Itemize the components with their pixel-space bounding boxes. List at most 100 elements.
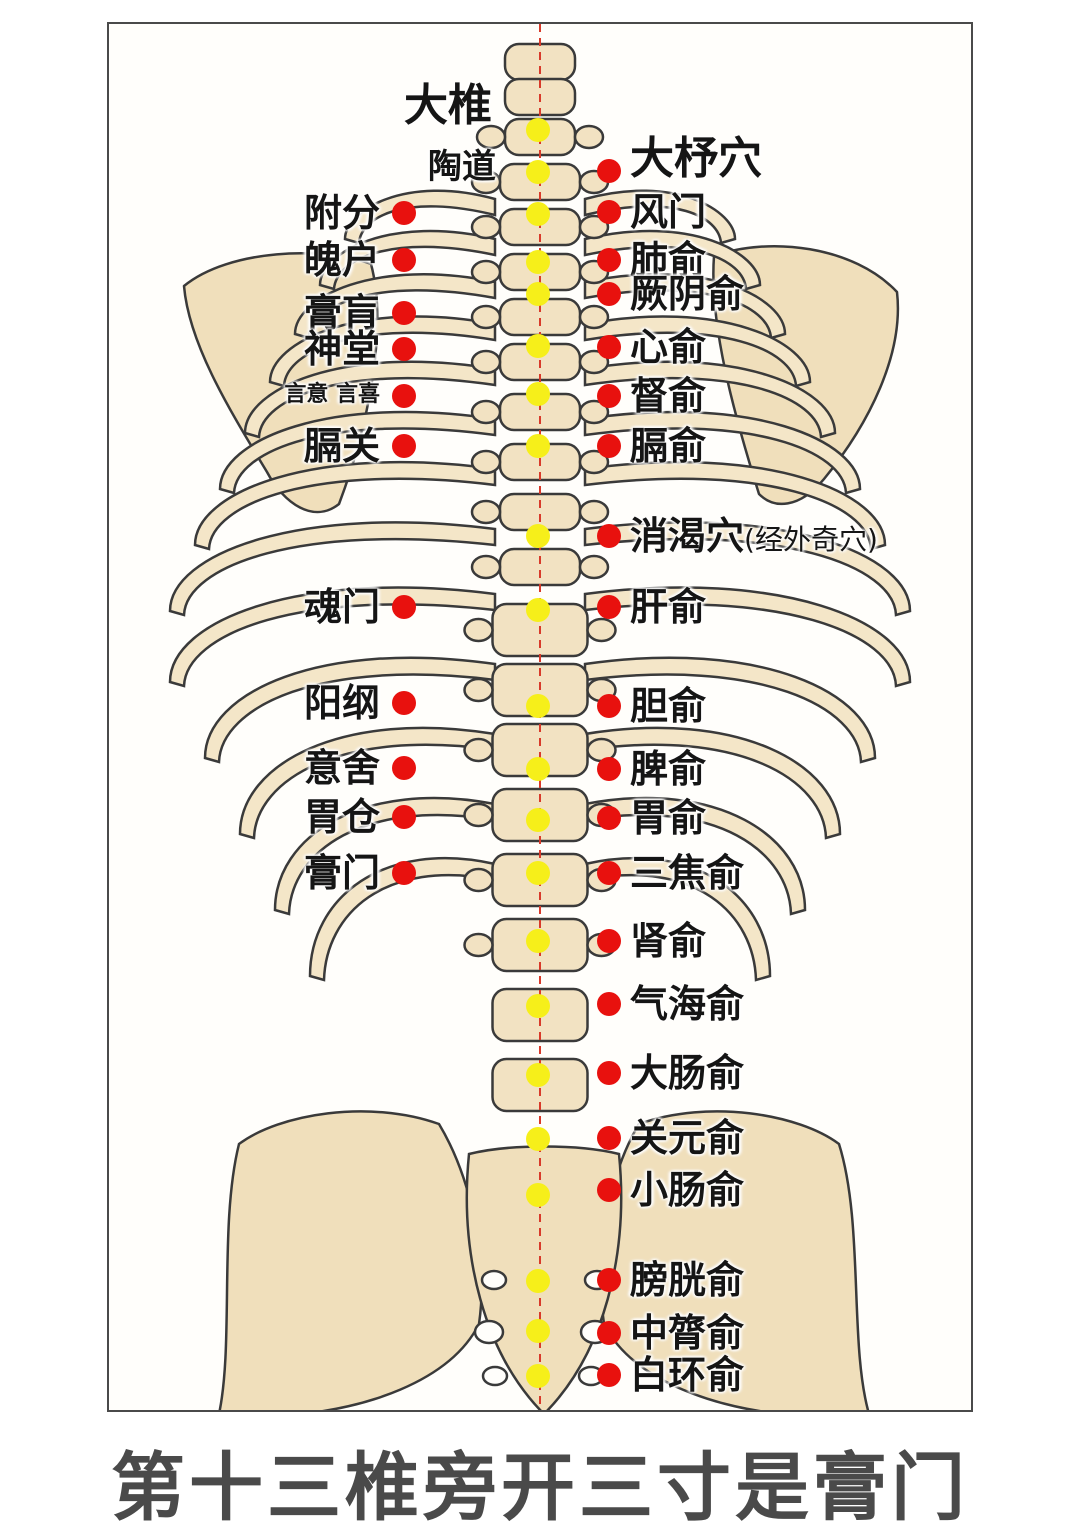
right-rib bbox=[583, 796, 807, 916]
midline-acupoint-dot bbox=[526, 1183, 550, 1207]
midline-acupoint-dot bbox=[526, 1319, 550, 1343]
right-acupoint-dot bbox=[597, 1363, 621, 1387]
transverse-process bbox=[470, 554, 502, 580]
transverse-process bbox=[463, 802, 494, 828]
midline-acupoint-dot bbox=[526, 118, 550, 142]
right-acupoint-dot bbox=[597, 1126, 621, 1150]
transverse-process bbox=[470, 259, 502, 285]
left-rib bbox=[193, 460, 497, 551]
right-acupoint-dot bbox=[597, 861, 621, 885]
midline-acupoint-dot bbox=[526, 202, 550, 226]
label-dazhui: 大椎 bbox=[404, 80, 492, 131]
left-rib bbox=[343, 189, 497, 245]
transverse-process bbox=[470, 214, 502, 240]
right-acupoint-label: 小肠俞 bbox=[630, 1168, 745, 1212]
left-acupoint-label: 言意 言喜 bbox=[284, 382, 380, 407]
right-acupoint-label: 厥阴俞 bbox=[630, 272, 745, 316]
transverse-process bbox=[475, 124, 507, 150]
right-acupoint-label: 胆俞 bbox=[630, 684, 707, 728]
right-acupoint-label: 肺俞 bbox=[630, 238, 707, 282]
left-rib bbox=[218, 410, 497, 495]
right-acupoint-label: 关元俞 bbox=[630, 1116, 745, 1160]
label-taodao: 陶道 bbox=[428, 147, 496, 187]
transverse-process bbox=[463, 867, 494, 893]
transverse-process bbox=[586, 617, 617, 643]
left-acupoint-dot bbox=[392, 691, 416, 715]
right-acupoint-dot bbox=[597, 384, 621, 408]
transverse-process bbox=[470, 399, 502, 425]
transverse-process bbox=[578, 304, 610, 330]
left-acupoint-dot bbox=[392, 201, 416, 225]
right-rib bbox=[583, 460, 887, 551]
right-acupoint-dot bbox=[597, 159, 621, 183]
right-acupoint-label: 大肠俞 bbox=[630, 1051, 745, 1095]
left-acupoint-dot bbox=[392, 861, 416, 885]
transverse-process bbox=[463, 677, 494, 703]
left-acupoint-label: 意舍 bbox=[303, 746, 380, 790]
midline-acupoint-dot bbox=[526, 929, 550, 953]
right-acupoint-dot bbox=[597, 694, 621, 718]
left-acupoint-dot bbox=[392, 595, 416, 619]
right-acupoint-dot bbox=[597, 1061, 621, 1085]
right-rib bbox=[583, 360, 837, 439]
right-ribs bbox=[583, 189, 912, 982]
midline-acupoint-dot bbox=[526, 1364, 550, 1388]
right-acupoint-dot bbox=[597, 200, 621, 224]
right-acupoint-dot bbox=[597, 595, 621, 619]
vertebra bbox=[498, 547, 582, 587]
right-acupoint-dot bbox=[597, 757, 621, 781]
left-acupoint-dot bbox=[392, 301, 416, 325]
midline-acupoint-dot bbox=[526, 994, 550, 1018]
transverse-process bbox=[470, 449, 502, 475]
right-acupoint-label: 风门 bbox=[630, 190, 707, 234]
transverse-process bbox=[470, 499, 502, 525]
transverse-process bbox=[463, 737, 494, 763]
transverse-process bbox=[463, 932, 494, 958]
right-rib bbox=[583, 586, 912, 688]
spine-skeleton-illustration bbox=[168, 24, 912, 1410]
right-rib bbox=[583, 315, 812, 388]
right-rib bbox=[583, 856, 772, 982]
transverse-process bbox=[578, 399, 610, 425]
left-acupoint-dot bbox=[392, 337, 416, 361]
left-acupoint-dot bbox=[392, 434, 416, 458]
left-acupoint-label: 膈关 bbox=[303, 424, 380, 468]
right-acupoint-dot bbox=[597, 335, 621, 359]
right-rib bbox=[583, 189, 737, 245]
left-acupoint-label: 神堂 bbox=[303, 327, 380, 371]
midline-acupoint-dot bbox=[526, 250, 550, 274]
right-acupoint-dot bbox=[597, 248, 621, 272]
right-acupoint-dot bbox=[597, 282, 621, 306]
left-rib bbox=[268, 315, 497, 388]
midline-acupoint-dot bbox=[526, 434, 550, 458]
right-acupoint-dot bbox=[597, 524, 621, 548]
left-acupoint-label: 魂门 bbox=[303, 585, 380, 629]
midline-acupoint-dot bbox=[526, 694, 550, 718]
left-rib bbox=[243, 360, 497, 439]
right-acupoint-label: 中膂俞 bbox=[630, 1311, 745, 1355]
right-acupoint-label: 白环俞 bbox=[630, 1353, 745, 1397]
transverse-process bbox=[463, 617, 494, 643]
left-acupoint-label: 阳纲 bbox=[303, 681, 380, 725]
right-acupoint-dot bbox=[597, 992, 621, 1016]
transverse-process bbox=[578, 449, 610, 475]
transverse-process bbox=[578, 554, 610, 580]
right-rib bbox=[583, 521, 912, 617]
left-ribs bbox=[168, 189, 497, 982]
left-ilium bbox=[218, 1110, 483, 1410]
midline-acupoint-dot bbox=[526, 861, 550, 885]
left-rib bbox=[318, 229, 497, 291]
right-rib bbox=[583, 410, 862, 495]
right-acupoint-dot bbox=[597, 929, 621, 953]
left-rib bbox=[168, 521, 497, 617]
right-acupoint-label: 三焦俞 bbox=[630, 851, 745, 895]
right-acupoint-label: 膈俞 bbox=[630, 424, 707, 468]
right-acupoint-label: 膀胱俞 bbox=[630, 1258, 745, 1302]
transverse-process bbox=[573, 124, 605, 150]
midline-acupoint-dot bbox=[526, 757, 550, 781]
left-acupoint-label: 膏肓 bbox=[303, 291, 380, 335]
transverse-process bbox=[578, 499, 610, 525]
left-acupoint-dot bbox=[392, 384, 416, 408]
right-acupoint-label: 肝俞 bbox=[630, 585, 707, 629]
left-acupoint-label: 膏门 bbox=[303, 851, 380, 895]
